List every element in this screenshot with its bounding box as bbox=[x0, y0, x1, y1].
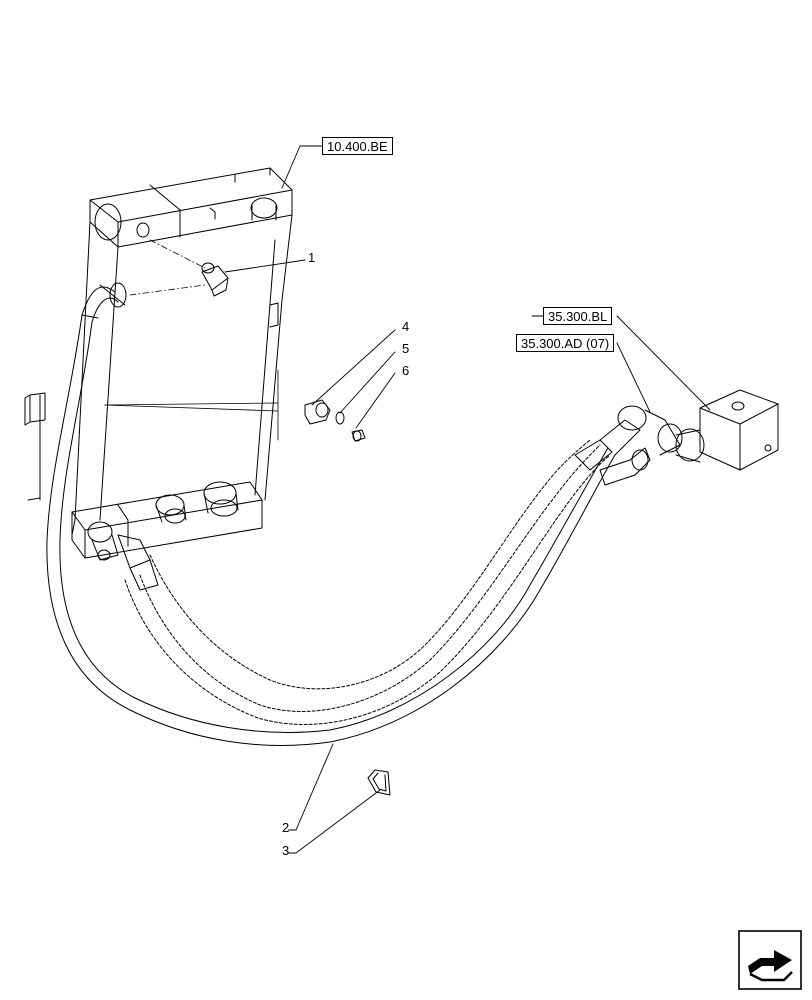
callout-5: 5 bbox=[402, 341, 410, 356]
reference-label-35-300-ad[interactable]: 35.300.AD (07) bbox=[516, 334, 615, 352]
hose-pair bbox=[87, 405, 683, 725]
clamp-item-4 bbox=[304, 399, 331, 425]
callout-4: 4 bbox=[402, 319, 410, 334]
callout-1: 1 bbox=[308, 250, 316, 265]
reference-label-35-300-bl[interactable]: 35.300.BL bbox=[543, 307, 613, 325]
valve-block bbox=[675, 389, 779, 471]
callout-2: 2 bbox=[282, 820, 290, 835]
next-page-arrow-icon[interactable] bbox=[738, 930, 802, 990]
oil-cooler bbox=[24, 167, 293, 559]
callout-3: 3 bbox=[282, 843, 290, 858]
reference-label-10-400-be[interactable]: 10.400.BE bbox=[322, 137, 393, 155]
washer-item-5 bbox=[335, 411, 345, 425]
leader-lines bbox=[224, 145, 711, 854]
callout-6: 6 bbox=[402, 363, 410, 378]
fitting-item-1 bbox=[129, 239, 229, 297]
bolt-item-6 bbox=[351, 429, 366, 442]
hose-item-2 bbox=[46, 282, 651, 746]
clip-item-3 bbox=[367, 769, 391, 796]
